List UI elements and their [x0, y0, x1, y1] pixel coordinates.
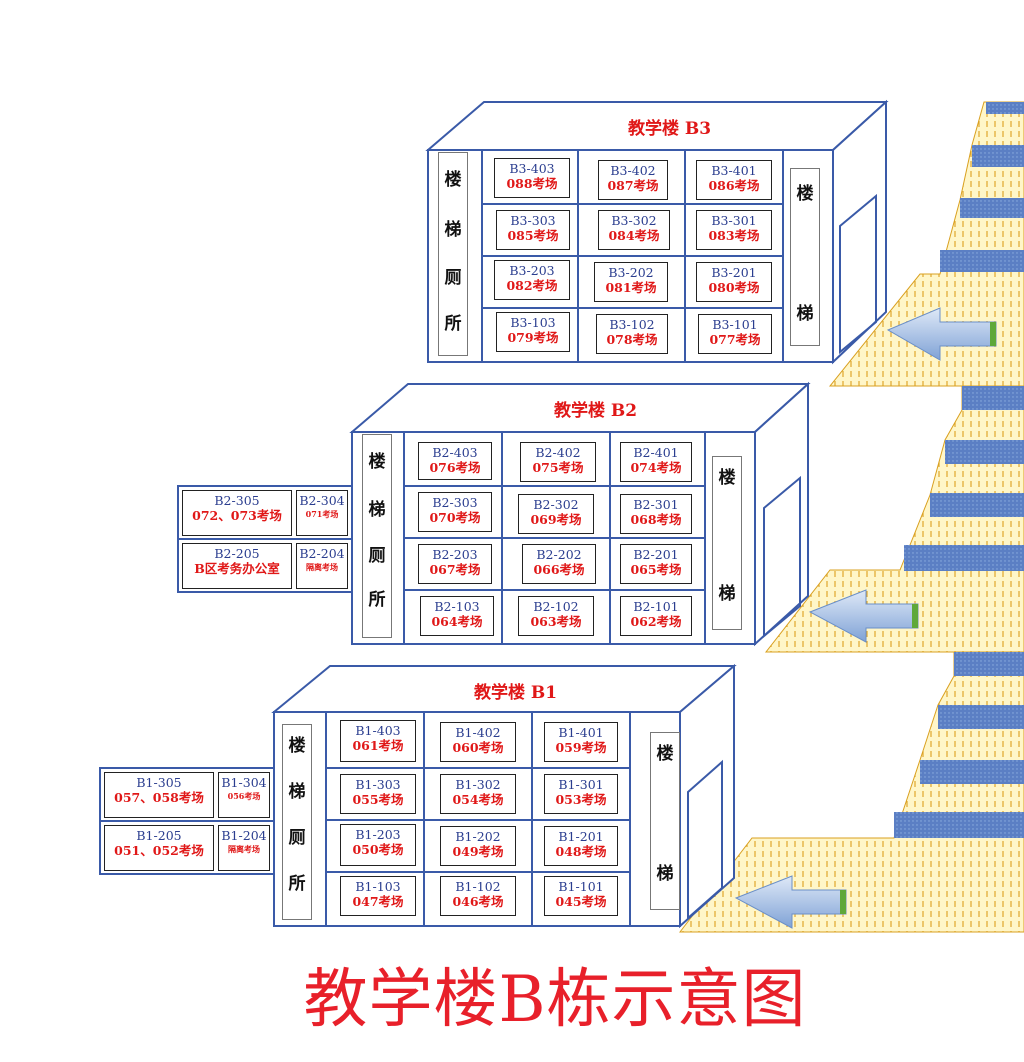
building-b2-name: 教学楼 B2: [554, 401, 638, 421]
building-b1-name: 教学楼 B1: [474, 683, 558, 703]
diagram-title: 教学楼B栋示意图: [303, 963, 807, 1037]
b3-stairs: 楼 梯: [790, 168, 820, 346]
b1-stair-toilet: 楼 梯 厕 所: [282, 724, 312, 920]
b1-stairs: 楼 梯: [650, 732, 680, 910]
b2-stairs: 楼 梯: [712, 456, 742, 630]
b3-stair-toilet: 楼 梯 厕 所: [438, 152, 468, 356]
building-b3-name: 教学楼 B3: [628, 119, 712, 139]
stair-path: [678, 101, 1024, 933]
b2-stair-toilet: 楼 梯 厕 所: [362, 434, 392, 638]
direction-arrows: [734, 307, 997, 929]
